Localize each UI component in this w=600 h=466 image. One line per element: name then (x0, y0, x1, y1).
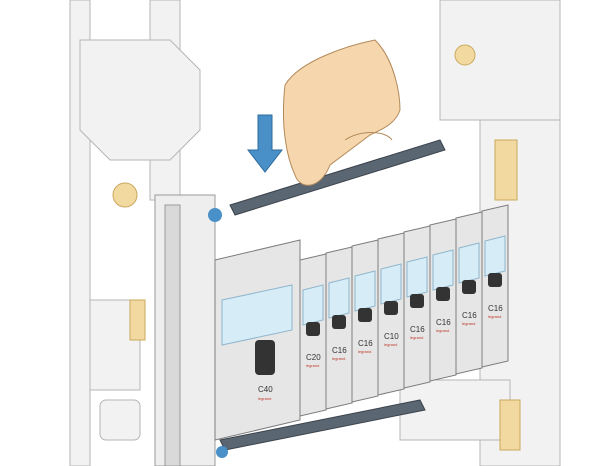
breaker-lever (488, 273, 502, 287)
breaker-label-window (432, 249, 454, 291)
breaker-label-window (328, 277, 350, 319)
breaker-rating: C16 (462, 311, 477, 320)
breaker-label-window (406, 256, 428, 298)
breaker-brand: legrand (384, 342, 397, 347)
main-breaker: C40 legrand (214, 239, 301, 441)
rail-mounts (112, 44, 521, 451)
din-rail (154, 194, 216, 466)
breaker-brand: legrand (332, 356, 345, 361)
breaker-lever (332, 315, 346, 329)
breaker-lever (358, 308, 372, 322)
breaker-brand: legrand (358, 349, 371, 354)
hand-icon (282, 39, 401, 186)
breaker-rating: C20 (306, 353, 321, 362)
main-breaker-rating: C40 (258, 385, 273, 394)
main-breaker-brand: legrand (258, 396, 271, 401)
breaker-brand: legrand (410, 335, 423, 340)
breaker-brand: legrand (462, 321, 475, 326)
breaker-row: C20legrandC16legrandC16legrandC10legrand… (299, 204, 509, 417)
breaker-lever (384, 301, 398, 315)
breaker-label-window (354, 270, 376, 312)
breaker-label-window (484, 235, 506, 277)
breaker-rating: C16 (410, 325, 425, 334)
breaker-lever (410, 294, 424, 308)
breaker-label-window (458, 242, 480, 284)
blue-clips (208, 208, 228, 458)
breaker-rating: C16 (332, 346, 347, 355)
breaker-rating: C10 (384, 332, 399, 341)
breaker-label-window (302, 284, 324, 326)
breaker-brand: legrand (436, 328, 449, 333)
breaker-label-window (380, 263, 402, 305)
breaker-lever (436, 287, 450, 301)
breaker-lever (462, 280, 476, 294)
down-arrow-icon (246, 114, 284, 173)
breaker-brand: legrand (306, 363, 319, 368)
breaker-rating: C16 (436, 318, 451, 327)
breaker-lever (306, 322, 320, 336)
panel-frame (69, 0, 561, 466)
breaker-rating: C16 (488, 304, 503, 313)
breaker-brand: legrand (488, 314, 501, 319)
breaker-rating: C16 (358, 339, 373, 348)
